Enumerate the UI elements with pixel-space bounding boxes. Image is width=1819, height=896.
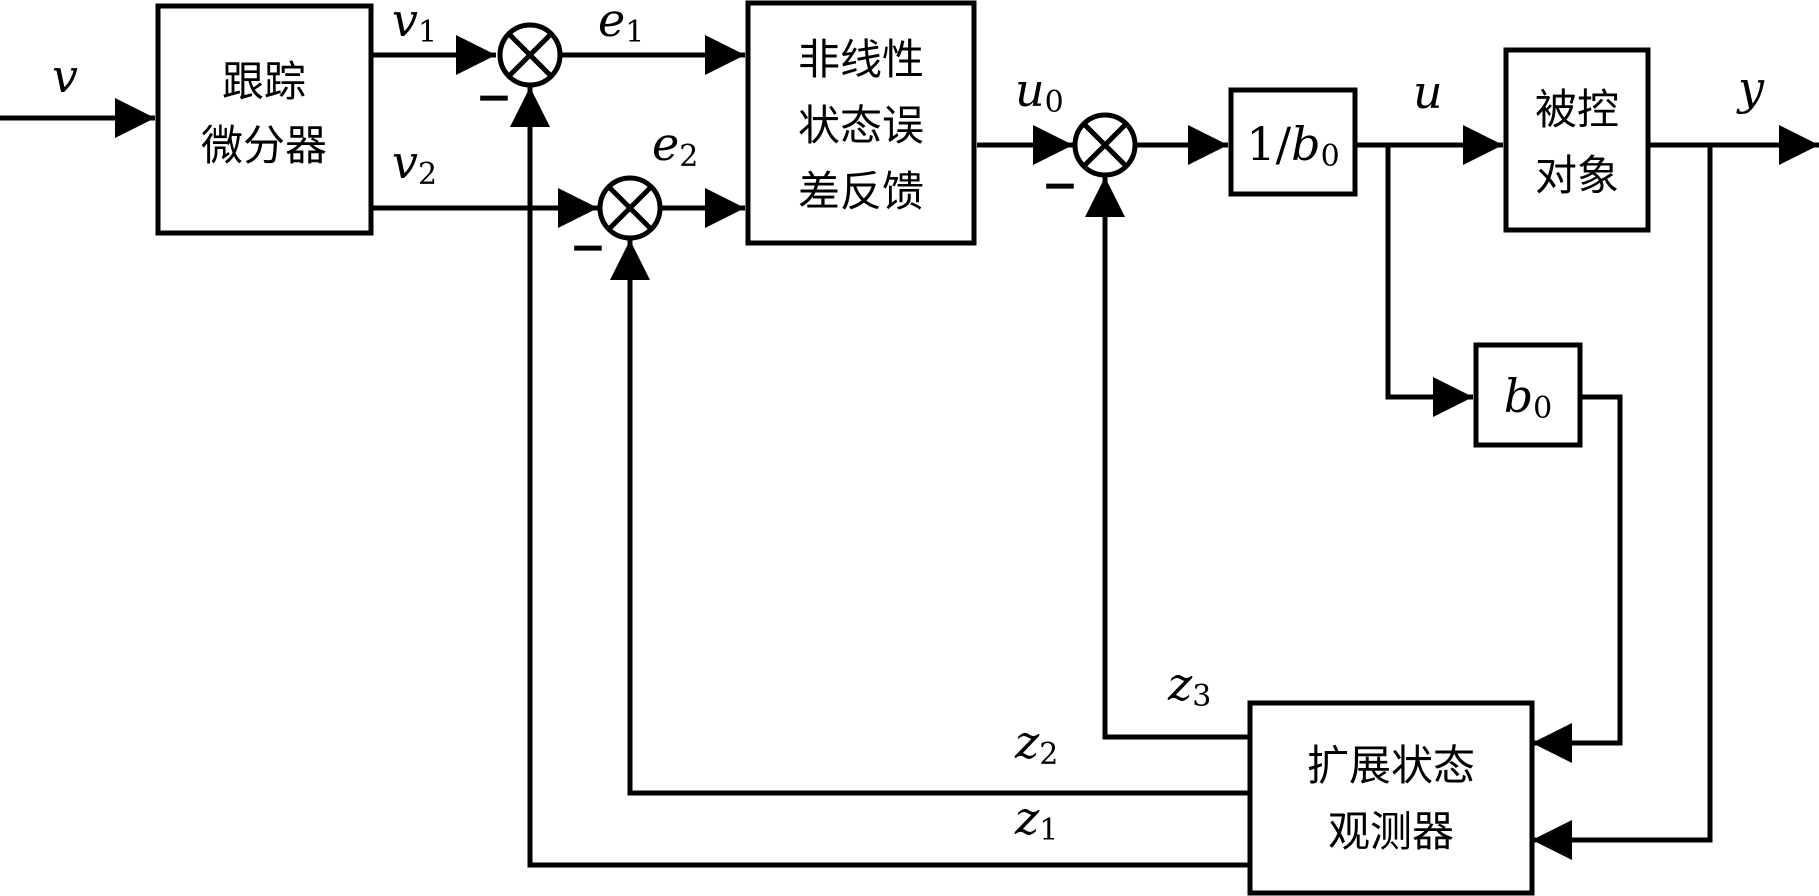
svg-text:b0: b0 <box>1504 369 1553 426</box>
signal-u: u <box>1413 65 1443 119</box>
signal-e1: e1 <box>598 0 644 50</box>
wire-b0-out <box>1532 394 1623 763</box>
signal-u0: u0 <box>1015 63 1064 120</box>
wire-z1 <box>510 87 1248 868</box>
td-label-line2: 微分器 <box>201 121 327 170</box>
wire-u-branch <box>1385 145 1473 417</box>
minus-sign-sum3: − <box>1042 160 1079 211</box>
minus-sign-sum2: − <box>570 222 607 273</box>
inverse-gain-symbol: b <box>1291 117 1320 171</box>
signal-z2: z2 <box>1014 715 1058 772</box>
sum-junction-2 <box>597 175 663 241</box>
plant-label-line1: 被控 <box>1535 85 1619 134</box>
wires <box>0 35 1819 868</box>
block-nonlinear-feedback: 非线性 状态误 差反馈 <box>745 0 977 246</box>
inverse-gain-subscript: 0 <box>1321 139 1340 174</box>
plant-label-line2: 对象 <box>1535 151 1619 200</box>
gain-symbol: b <box>1504 369 1533 423</box>
wire-z2 <box>610 240 1248 796</box>
wire-y-branch <box>1532 145 1713 860</box>
signal-z1: z1 <box>1014 791 1058 848</box>
nlsef-label-line1: 非线性 <box>798 35 924 84</box>
inverse-gain-prefix: 1/ <box>1246 117 1291 171</box>
signal-v: v <box>52 49 78 103</box>
wire-z3 <box>1085 177 1248 740</box>
block-eso: 扩展状态 观测器 <box>1247 700 1535 896</box>
sum-junction-1 <box>497 22 563 88</box>
signal-y: y <box>1736 61 1765 115</box>
nlsef-label-line3: 差反馈 <box>798 167 924 216</box>
signal-e2: e2 <box>652 117 698 174</box>
svg-text:1/b0: 1/b0 <box>1246 117 1339 174</box>
block-gain: b0 <box>1473 342 1583 448</box>
block-plant: 被控 对象 <box>1503 47 1651 233</box>
sum-junction-3 <box>1072 112 1138 178</box>
block-tracking-differentiator: 跟踪 微分器 <box>155 3 374 236</box>
nlsef-label-line2: 状态误 <box>798 101 924 150</box>
signal-v2: v2 <box>392 135 437 192</box>
signal-z3: z3 <box>1167 657 1211 714</box>
minus-sign-sum1: − <box>476 72 513 123</box>
eso-label-line1: 扩展状态 <box>1307 741 1475 790</box>
block-inverse-gain: 1/b0 <box>1228 87 1358 197</box>
gain-subscript: 0 <box>1533 391 1552 426</box>
td-label-line1: 跟踪 <box>222 57 306 106</box>
signal-v1: v1 <box>392 0 437 50</box>
eso-label-line2: 观测器 <box>1328 807 1454 856</box>
